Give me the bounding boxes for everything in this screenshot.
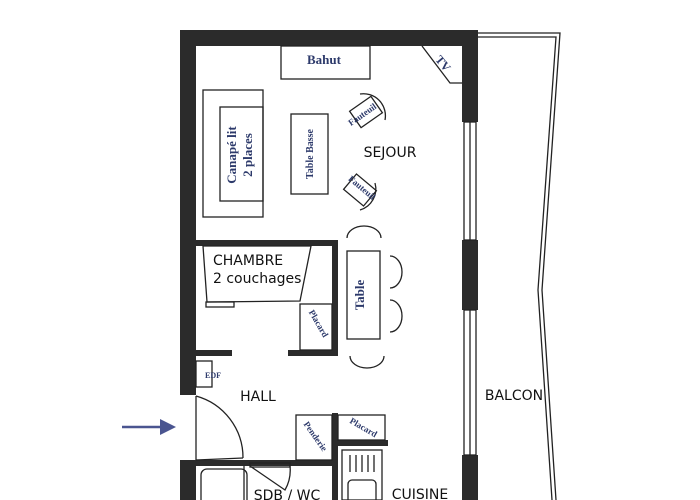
room-sublabel-chambre: 2 couchages	[213, 271, 301, 287]
fauteuil-1: Fauteuil	[346, 93, 387, 129]
room-label-balcon: BALCON	[485, 388, 543, 404]
arrow-right-icon	[122, 419, 176, 435]
table-basse	[290, 113, 329, 195]
entrance-door[interactable]	[195, 395, 244, 461]
windows	[463, 121, 477, 456]
table-label: Table	[352, 279, 367, 310]
dining-table: Table	[346, 225, 403, 369]
bathtub	[200, 468, 248, 500]
balcony	[478, 32, 561, 500]
edf-label: EDF	[205, 371, 221, 380]
table-basse-label: Table Basse	[305, 128, 316, 178]
bahut	[280, 45, 371, 80]
bed	[202, 245, 312, 303]
cooktop	[341, 449, 383, 500]
canape-label-2: 2 places	[240, 133, 255, 177]
penderie-label: Penderie	[302, 419, 330, 453]
outer-walls	[180, 30, 478, 500]
room-label-cuisine: CUISINE	[392, 487, 449, 500]
placard-chambre-label: Placard	[307, 308, 331, 339]
bahut-label: Bahut	[307, 52, 342, 67]
fauteuil-2: Fauteuil	[342, 173, 378, 211]
placard-chambre	[299, 303, 333, 351]
edf	[195, 360, 213, 388]
penderie	[295, 414, 333, 461]
room-label-chambre: CHAMBRE	[213, 253, 283, 269]
room-label-hall: HALL	[240, 389, 276, 405]
sdb-door[interactable]	[249, 465, 291, 491]
room-label-sejour: SEJOUR	[364, 145, 417, 161]
tv	[421, 45, 462, 84]
placard-hall	[337, 414, 386, 441]
canape-label-1: Canapé lit	[224, 126, 239, 184]
placard-hall-label: Placard	[348, 416, 379, 440]
room-label-sdb: SDB / WC	[254, 488, 321, 500]
tv-label: TV	[432, 53, 454, 75]
